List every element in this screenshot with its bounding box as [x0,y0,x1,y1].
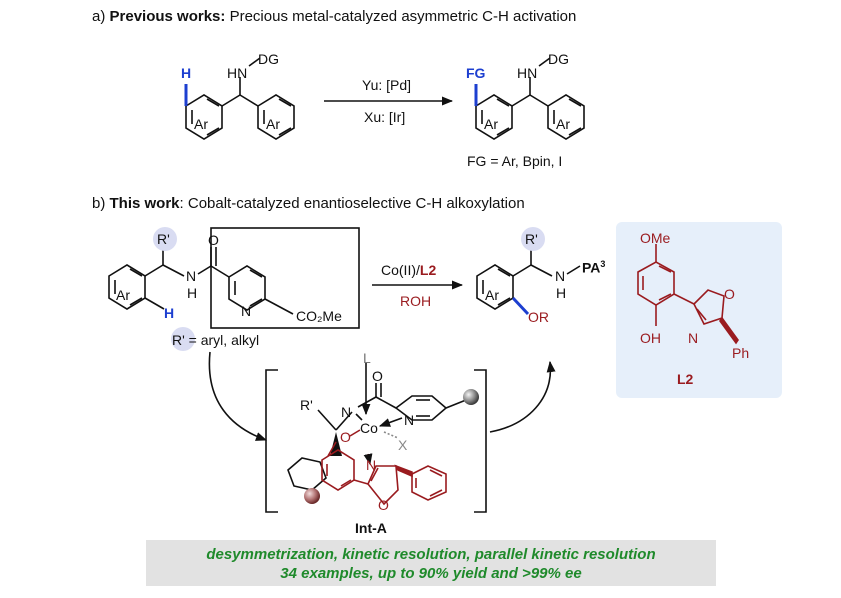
red-sphere-substituent [304,488,320,504]
banner-line-2: 34 examples, up to 90% yield and >99% ee [280,565,582,582]
b-condition-reagent: ROH [400,293,432,309]
intermediate-structure [287,363,467,491]
b-product-h-label: H [556,285,567,301]
section-b-title: This work [109,195,180,212]
b-sm-h-atom: H [164,305,175,321]
b-sm-nh-label: H [187,285,198,301]
b-sm-r-label: R' [157,231,170,247]
b-product-pa-text: PA [582,259,601,276]
a-product-structure [475,57,585,140]
curved-arrow-out [489,360,556,433]
l2-oh-label: OH [640,330,661,346]
section-a-title: Previous works: [109,8,226,25]
a-product-fg: FG [466,65,486,81]
int-co-label: Co [360,420,378,436]
section-a-heading: a) Previous works: Precious metal-cataly… [92,9,576,24]
r-highlight-sm [153,227,177,251]
a-product-ring1-label: Ar [484,116,498,132]
intermediate-ligand [321,429,447,506]
int-o-label: O [372,368,383,384]
int-npy-label: N [404,412,415,428]
a-sm-ring1-label: Ar [194,116,208,132]
section-a-description: Precious metal-catalyzed asymmetric C-H … [229,8,577,25]
a-product-ring2-label: Ar [556,116,570,132]
banner-line-1: desymmetrization, kinetic resolution, pa… [206,546,656,563]
l2-ph-label: Ph [732,345,750,361]
a-product-hn-label: HN [517,65,538,81]
picolinamide-box [210,227,360,329]
ligand-l2-structure [637,244,739,345]
int-o-ox-label: O [378,497,389,513]
r-note: R' = aryl, alkyl [172,332,260,348]
int-n-ox-label: N [366,457,377,473]
r-highlight-note [171,327,195,351]
a-sm-structure [185,57,295,140]
a-condition-top: Yu: [Pd] [362,77,412,93]
b-product-pa: PA3 [582,260,605,275]
a-sm-hn-label: HN [227,65,248,81]
a-sm-ring2-label: Ar [266,116,280,132]
int-x-label: X [398,437,408,453]
b-sm-o-label: O [208,232,219,248]
int-r-label: R' [300,397,313,413]
summary-banner: desymmetrization, kinetic resolution, pa… [146,540,716,586]
fg-note: FG = Ar, Bpin, I [467,153,563,169]
section-b-label: b) [92,195,106,212]
b-product-pa-sup: 3 [600,259,606,269]
b-condition-catalyst: Co(II)/L2 [381,263,436,277]
curved-arrow-in [208,351,268,441]
b-product-n-label: N [555,268,566,284]
gray-sphere-substituent [463,389,479,405]
a-sm-h-atom: H [181,65,192,81]
b-sm-n-label: N [186,268,197,284]
b-product-structure [476,250,581,310]
int-n-label: N [341,404,352,420]
a-product-dg-label: DG [548,51,569,67]
a-condition-bottom: Xu: [Ir] [364,109,406,125]
b-sm-ester-label: CO₂Me [296,308,342,324]
r-highlight-product [521,227,545,251]
section-b-heading: b) This work: Cobalt-catalyzed enantiose… [92,196,525,211]
int-o-co-label: O [340,429,351,445]
b-sm-ring-label: Ar [116,287,130,303]
l2-n-label: N [688,330,699,346]
l2-o-label: O [724,286,735,302]
b-sm-npy-label: N [241,303,252,319]
b-product-r-label: R' [525,231,538,247]
a-sm-dg-label: DG [258,51,279,67]
int-l-label: L [363,350,371,366]
section-a-label: a) [92,8,106,25]
ligand-panel [616,222,782,398]
b-product-ring-label: Ar [485,287,499,303]
int-name: Int-A [355,520,387,536]
right-bracket [474,369,487,513]
b-sm-structure [108,247,294,315]
b-product-or-label: OR [528,309,549,325]
b-ligand-ref: L2 [419,262,437,278]
left-bracket [265,369,278,513]
l2-name: L2 [677,371,694,387]
l2-ome-label: OMe [640,230,671,246]
section-b-description: : Cobalt-catalyzed enantioselective C-H … [179,195,525,212]
b-catalyst-text: Co(II)/ [381,262,420,278]
